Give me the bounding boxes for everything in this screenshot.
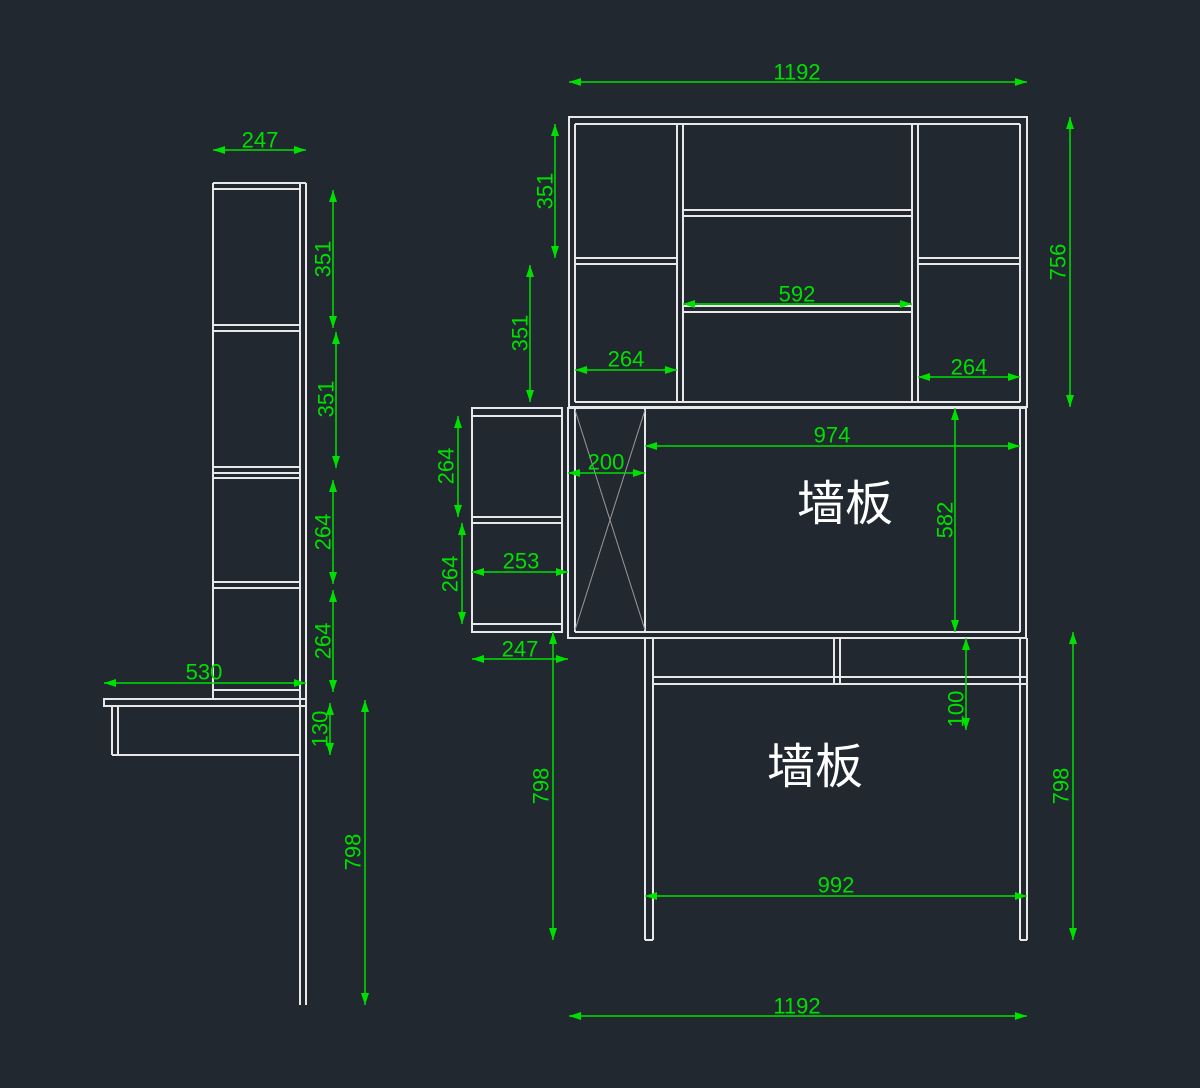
dim-side-desk-height: 798 xyxy=(341,700,369,1005)
dim-front-upper-shelf-1: 351 xyxy=(533,124,559,258)
dim-side-shelf-2: 351 xyxy=(314,332,340,468)
side-view-outline xyxy=(103,182,307,1005)
dim-side-shelf-4: 264 xyxy=(311,590,337,692)
dim-side-shelf-1: 351 xyxy=(311,190,337,328)
dim-front-center-shelf-text: 592 xyxy=(779,282,816,307)
dim-front-door: 200 xyxy=(568,450,645,477)
dim-front-side-box-depth-text: 247 xyxy=(502,637,539,662)
dim-front-panel-width: 974 xyxy=(645,423,1020,450)
dim-front-upper-shelf-2: 351 xyxy=(508,265,534,402)
dim-front-right-cell: 264 xyxy=(918,355,1020,381)
dim-front-drawer-text: 100 xyxy=(944,691,969,728)
dim-front-width-bottom-text: 1192 xyxy=(773,994,820,1019)
dim-front-drawer: 100 xyxy=(944,638,970,730)
dim-front-panel-height: 582 xyxy=(933,408,959,632)
dim-front-width-top: 1192 xyxy=(569,60,1027,86)
dim-side-desk-height-text: 798 xyxy=(341,834,366,871)
dim-front-side-box-inner: 253 xyxy=(472,549,568,576)
dim-front-desk-width-text: 992 xyxy=(818,873,855,898)
dim-side-shelf-2-text: 351 xyxy=(314,381,339,418)
front-view-outline xyxy=(471,116,1028,941)
dim-front-upper-height-text: 756 xyxy=(1046,244,1071,281)
dim-front-upper-height: 756 xyxy=(1046,117,1074,407)
dim-side-desk-depth-text: 530 xyxy=(186,660,223,685)
dim-side-desk-drawer: 130 xyxy=(308,703,334,755)
dim-front-left-cell-text: 264 xyxy=(608,347,645,372)
dim-front-side-box-upper: 264 xyxy=(434,416,462,517)
dim-front-side-box-lower: 264 xyxy=(438,523,466,624)
dim-front-desk-width: 992 xyxy=(645,873,1027,900)
dim-side-depth-top: 247 xyxy=(213,128,306,154)
dim-front-left-cell: 264 xyxy=(575,347,677,374)
dim-front-side-box-depth: 247 xyxy=(472,637,568,663)
dim-front-desk-height-right-text: 798 xyxy=(1049,768,1074,805)
dim-front-center-shelf: 592 xyxy=(683,282,912,308)
dim-front-upper-shelf-2-text: 351 xyxy=(508,315,533,352)
dim-front-side-box-inner-text: 253 xyxy=(503,549,540,574)
dim-front-side-box-lower-text: 264 xyxy=(438,556,463,593)
dim-front-width-bottom: 1192 xyxy=(569,994,1027,1020)
dim-front-desk-height-left: 798 xyxy=(529,632,557,940)
dim-front-right-cell-text: 264 xyxy=(951,355,988,380)
dim-side-desk-depth: 530 xyxy=(104,660,306,687)
dim-side-shelf-3-text: 264 xyxy=(311,514,336,551)
front-view: 墙板 墙板 1192 756 351 351 xyxy=(434,60,1077,1020)
dim-front-side-box-upper-text: 264 xyxy=(434,448,459,485)
dim-side-depth-top-text: 247 xyxy=(242,128,279,153)
dim-front-upper-shelf-1-text: 351 xyxy=(533,173,558,210)
wall-panel-label-upper: 墙板 xyxy=(797,476,893,532)
dim-front-panel-height-text: 582 xyxy=(933,502,958,539)
dim-side-desk-drawer-text: 130 xyxy=(308,711,333,748)
dim-front-door-text: 200 xyxy=(588,450,625,475)
dim-side-shelf-3: 264 xyxy=(311,480,337,584)
dim-front-width-top-text: 1192 xyxy=(773,60,820,85)
dim-front-panel-width-text: 974 xyxy=(814,423,851,448)
wall-panel-label-lower: 墙板 xyxy=(767,739,863,795)
dim-side-shelf-1-text: 351 xyxy=(311,241,336,278)
side-view: 247 351 351 264 264 xyxy=(103,128,369,1005)
dim-front-desk-height-right: 798 xyxy=(1049,632,1077,940)
dim-front-desk-height-left-text: 798 xyxy=(529,768,554,805)
dim-side-shelf-4-text: 264 xyxy=(311,623,336,660)
